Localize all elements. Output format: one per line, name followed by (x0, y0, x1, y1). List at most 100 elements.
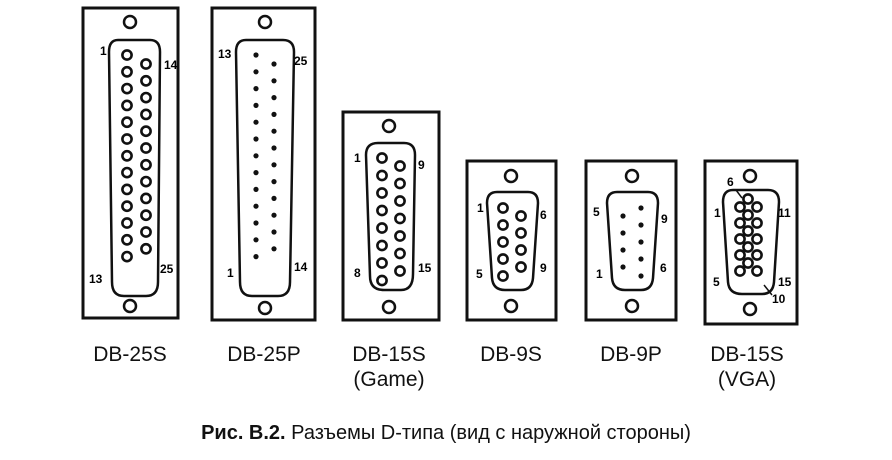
socket-pin (121, 49, 133, 61)
plug-pin (253, 119, 259, 125)
socket-pin (376, 204, 388, 217)
plug-pin (271, 162, 277, 168)
connector-shell (721, 188, 781, 296)
mounting-hole-bottom (503, 298, 519, 314)
pin-label: 1 (714, 206, 721, 220)
connector-label-db15s-game: DB-15S (Game) (324, 342, 454, 392)
pin-label: 6 (540, 208, 547, 222)
plug-pin (638, 239, 644, 245)
pin-label: 1 (354, 151, 361, 165)
connector-label-db25s: DB-25S (65, 342, 195, 367)
connector-subtitle: (VGA) (717, 368, 777, 391)
socket-pin (394, 212, 406, 225)
pin-grid (734, 193, 763, 277)
socket-pin (751, 201, 763, 213)
plug-pin (271, 95, 277, 101)
pin-label: 11 (778, 206, 791, 220)
connector-name: DB-9S (480, 343, 542, 366)
connector-label-db9p: DB-9P (566, 342, 696, 367)
pin-label: 1 (596, 267, 603, 281)
pin-label: 5 (476, 267, 483, 281)
socket-pin (751, 265, 763, 277)
socket-pin (734, 233, 746, 245)
plug-pin (253, 220, 259, 226)
connector-name: DB-25S (93, 343, 167, 366)
plug-pin (620, 247, 626, 253)
mounting-plate (465, 159, 558, 322)
socket-pin (394, 265, 406, 277)
socket-pin (140, 209, 152, 222)
socket-pin (751, 249, 763, 261)
socket-pin (376, 274, 388, 287)
pin-label: 1 (100, 44, 107, 58)
connector-db15s-vga: 6 1 11 5 15 10 (703, 159, 799, 326)
socket-pin (751, 217, 763, 229)
plug-pin (253, 69, 259, 75)
socket-pin (121, 166, 133, 179)
socket-pin (497, 236, 509, 248)
pin-grid (376, 152, 406, 287)
socket-pin (497, 253, 509, 265)
plug-pin (620, 264, 626, 270)
connector-name: DB-25P (227, 343, 301, 366)
mounting-plate (81, 6, 180, 320)
mounting-plate (210, 6, 317, 322)
plug-pin (638, 222, 644, 228)
pin-label: 15 (778, 275, 792, 289)
pin-label: 6 (660, 261, 667, 275)
connector-db9s: 1 6 5 9 (465, 159, 558, 322)
socket-pin (140, 142, 152, 154)
socket-pin (121, 217, 133, 229)
mounting-hole-top (624, 168, 640, 184)
pin-label: 9 (540, 261, 547, 275)
socket-pin (140, 74, 152, 87)
pin-grid (121, 49, 152, 263)
plug-pin (271, 246, 277, 252)
socket-pin (121, 65, 133, 78)
pin-label: 6 (727, 175, 734, 189)
socket-pin (121, 233, 133, 246)
socket-pin (515, 261, 527, 273)
plug-pin (271, 78, 277, 84)
mounting-plate (703, 159, 799, 326)
plug-pin (253, 186, 259, 192)
socket-pin (376, 187, 388, 199)
socket-pin (742, 257, 754, 269)
socket-pin (515, 244, 527, 256)
connector-name: DB-15S (710, 343, 784, 366)
socket-pin (394, 230, 406, 242)
pin-grid (497, 202, 527, 282)
socket-pin (751, 233, 763, 245)
socket-pin (121, 133, 133, 145)
socket-pin (497, 270, 509, 282)
plug-pin (638, 273, 644, 279)
plug-pin (271, 179, 277, 185)
socket-pin (121, 183, 133, 196)
connector-db15s-game: 1 9 8 15 (341, 110, 441, 322)
socket-pin (734, 217, 746, 229)
socket-pin (140, 91, 152, 104)
mounting-hole-top (503, 168, 519, 184)
pin-leader-line (735, 189, 743, 199)
socket-pin (497, 219, 509, 231)
socket-pin (140, 175, 152, 188)
socket-pin (497, 202, 509, 214)
plug-pin (271, 212, 277, 218)
connector-label-db25p: DB-25P (199, 342, 329, 367)
connector-label-db9s: DB-9S (446, 342, 576, 367)
socket-pin (376, 222, 388, 234)
pin-label: 13 (218, 47, 232, 61)
socket-pin (140, 192, 152, 205)
pin-label: 25 (294, 54, 308, 68)
socket-pin (742, 241, 754, 253)
mounting-hole-top (381, 118, 397, 134)
socket-pin (140, 125, 152, 138)
connector-label-db15s-vga: DB-15S (VGA) (682, 342, 812, 392)
plug-pin (253, 136, 259, 142)
pin-grid (620, 205, 644, 279)
socket-pin (742, 209, 754, 221)
socket-pin (394, 247, 406, 260)
connector-db25p: 13 25 1 14 (210, 6, 317, 322)
socket-pin (742, 225, 754, 237)
socket-pin (121, 99, 133, 112)
